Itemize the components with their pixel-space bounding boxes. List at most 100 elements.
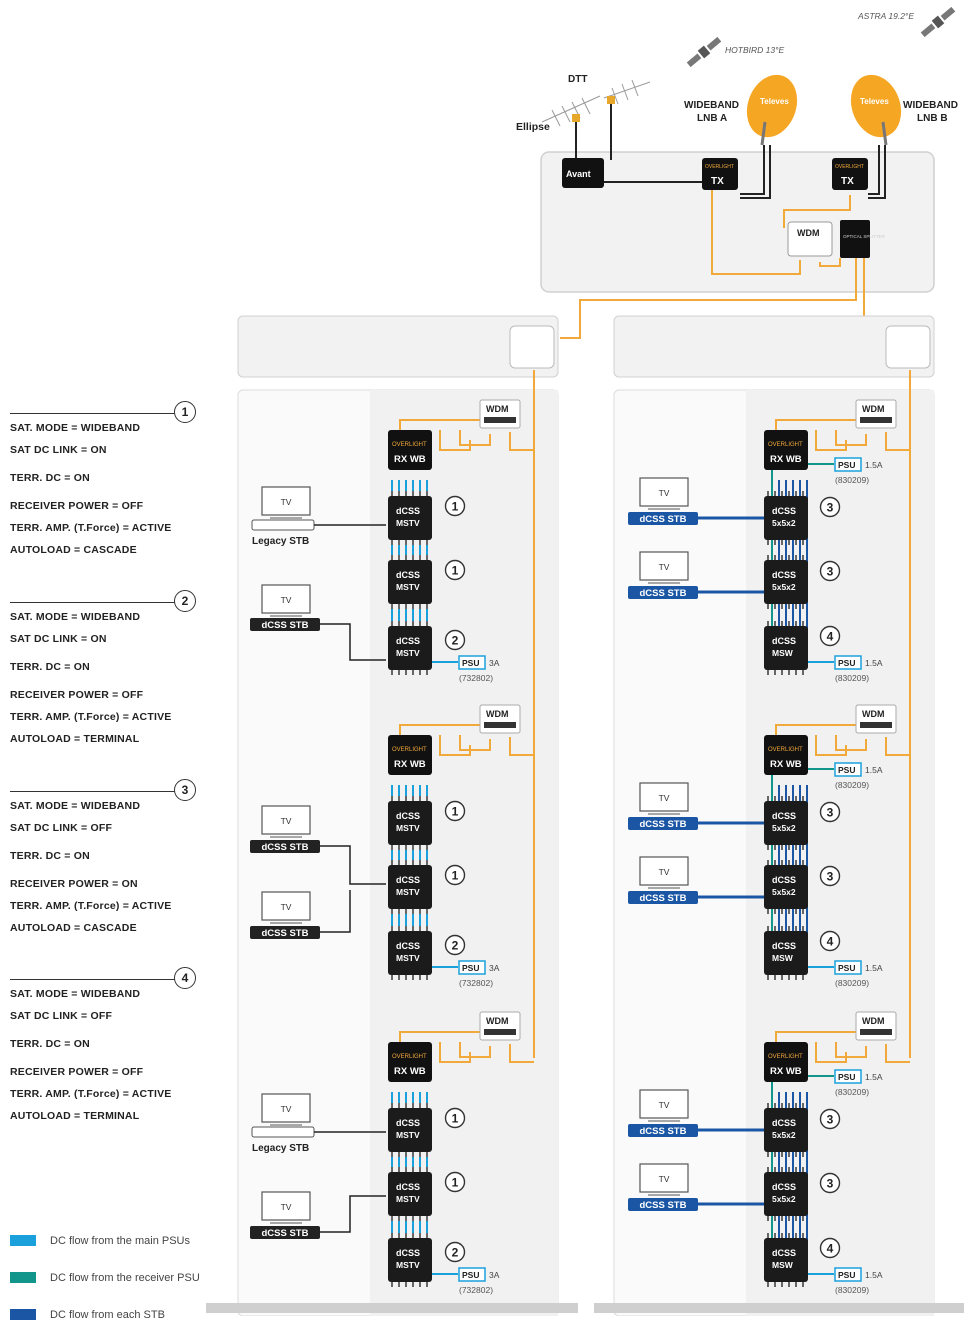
- psu-reference: (830209): [835, 475, 869, 485]
- multiswitch-unit: [764, 1172, 808, 1216]
- config-row: SAT. MODE = WIDEBAND: [10, 611, 141, 623]
- config-number-label: 1: [452, 1176, 459, 1190]
- config-number-label: 4: [827, 935, 834, 949]
- config-divider: [10, 413, 176, 414]
- psu-label: PSU: [462, 963, 479, 973]
- dcss-stb-label: dCSS STB: [640, 819, 687, 830]
- tv-label: TV: [659, 562, 670, 572]
- optical-splitter-unit: [840, 220, 870, 258]
- wdm-label: WDM: [486, 1016, 509, 1026]
- multiswitch-unit: [764, 801, 808, 845]
- config-number-label: 1: [452, 564, 459, 578]
- antenna-amp-icon: [572, 114, 580, 122]
- wdm-label: WDM: [486, 404, 509, 414]
- multiswitch-label: dCSS: [396, 811, 420, 821]
- multiswitch-label: dCSS: [396, 1248, 420, 1258]
- tv-label: TV: [281, 497, 292, 507]
- wdm-label: WDM: [486, 709, 509, 719]
- psu-rating: 3A: [489, 658, 500, 668]
- wdm-unit: [787, 221, 833, 257]
- psu-label: PSU: [838, 658, 855, 668]
- multiswitch-label: dCSS: [772, 1248, 796, 1258]
- config-number-badge: [444, 559, 466, 581]
- psu-rating: 1.5A: [865, 460, 883, 470]
- tv-icon: [639, 551, 689, 581]
- left-building-panel: [237, 389, 559, 1316]
- config-number-label: 3: [827, 1113, 834, 1127]
- config-number-label: 1: [452, 1112, 459, 1126]
- optical-splitter-label: OPTICAL SPLITTER: [843, 234, 886, 239]
- config-number-badge: 1: [174, 401, 196, 423]
- dcss-stb-icon: [250, 926, 320, 939]
- multiswitch-model: MSTV: [396, 823, 420, 833]
- tv-label: TV: [659, 488, 670, 498]
- tv-label: TV: [281, 816, 292, 826]
- config-row: RECEIVER POWER = OFF: [10, 500, 144, 512]
- dish-a-brand: Televes: [760, 97, 789, 106]
- config-number-label: 3: [827, 870, 834, 884]
- rx-wb-unit: [764, 430, 808, 470]
- config-row: RECEIVER POWER = OFF: [10, 689, 144, 701]
- wdm-unit: [855, 399, 897, 429]
- tv-icon: [261, 805, 311, 835]
- fiber-cable: [399, 724, 534, 756]
- headend-panel: [540, 151, 935, 293]
- config-number-label: 2: [452, 634, 459, 648]
- rx-label: RX WB: [770, 759, 802, 770]
- dcss-stb-label: dCSS STB: [262, 620, 309, 631]
- wdm-port-strip: [860, 722, 892, 728]
- config-number-badge: 4: [174, 967, 196, 989]
- multiswitch-unit: [764, 865, 808, 909]
- wdm-unit: [855, 704, 897, 734]
- dcss-stb-icon: [628, 891, 698, 904]
- multiswitch-label: dCSS: [396, 875, 420, 885]
- config-row: SAT DC LINK = ON: [10, 444, 107, 456]
- right-building-panel: [613, 389, 935, 1316]
- tv-icon: [639, 782, 689, 812]
- coax-cable: [320, 623, 386, 661]
- tx-brand: OVERLIGHT: [835, 164, 864, 170]
- config-number-label: 2: [452, 1246, 459, 1260]
- rx-brand: OVERLIGHT: [392, 747, 427, 753]
- psu-rating: 3A: [489, 963, 500, 973]
- psu-label: PSU: [838, 963, 855, 973]
- dcss-stb-icon: [628, 1124, 698, 1137]
- tv-label: TV: [659, 1174, 670, 1184]
- config-row: TERR. AMP. (T.Force) = ACTIVE: [10, 522, 172, 534]
- config-number-badge: [819, 930, 841, 952]
- psu-box: [834, 655, 862, 670]
- multiswitch-unit: [764, 496, 808, 540]
- rx-wb-unit: [388, 735, 432, 775]
- multiswitch-unit: [388, 801, 432, 845]
- psu-rating: 1.5A: [865, 1270, 883, 1280]
- multiswitch-model: MSW: [772, 953, 794, 963]
- config-row: SAT DC LINK = OFF: [10, 1010, 113, 1022]
- avant-unit: [562, 158, 604, 188]
- config-row: SAT DC LINK = ON: [10, 633, 107, 645]
- dcss-stb-icon: [250, 618, 320, 631]
- multiswitch-label: dCSS: [396, 1118, 420, 1128]
- device-stacks: WDM OVERLIGHT RX WB dCSS MSTV dCSS MSTV dCSS MST…: [250, 399, 910, 1295]
- fiber-cable: [399, 419, 534, 451]
- lnb-b-label: LNB B: [917, 113, 948, 124]
- tv-label: TV: [659, 1100, 670, 1110]
- dcss-stb-label: dCSS STB: [262, 928, 309, 939]
- multiswitch-label: dCSS: [396, 506, 420, 516]
- multiswitch-unit: [388, 865, 432, 909]
- rx-wb-unit: [764, 1042, 808, 1082]
- multiswitch-model: MSTV: [396, 518, 420, 528]
- legend-swatch-stb: [10, 1309, 36, 1320]
- multiswitch-model: 5x5x2: [772, 823, 796, 833]
- multiswitch-label: dCSS: [396, 570, 420, 580]
- psu-rating: 1.5A: [865, 963, 883, 973]
- rx-label: RX WB: [394, 759, 426, 770]
- config-number-badge: [819, 1172, 841, 1194]
- multiswitch-model: MSTV: [396, 582, 420, 592]
- multiswitch-model: 5x5x2: [772, 1130, 796, 1140]
- rx-wb-unit: [388, 430, 432, 470]
- config-row: SAT DC LINK = OFF: [10, 822, 113, 834]
- lnb-b-label: WIDEBAND: [903, 100, 958, 111]
- multiswitch-unit: [764, 626, 808, 670]
- lnb-a-label: WIDEBAND: [684, 100, 739, 111]
- config-row: TERR. AMP. (T.Force) = ACTIVE: [10, 711, 172, 723]
